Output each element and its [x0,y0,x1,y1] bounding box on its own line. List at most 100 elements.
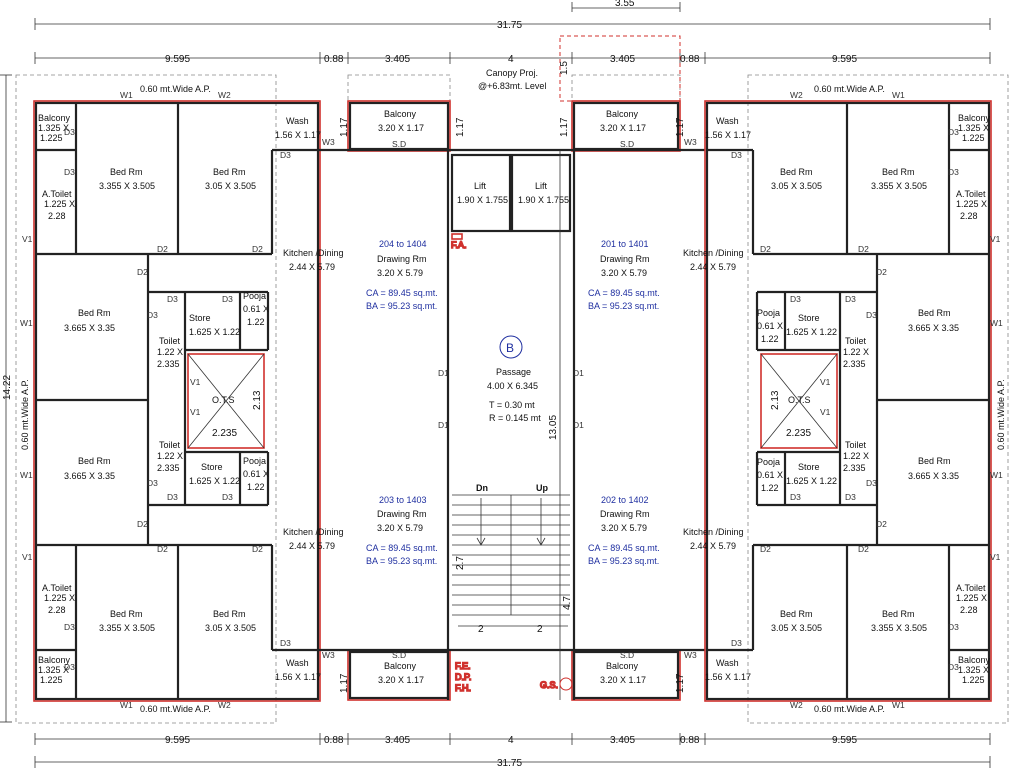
tag-d3: D3 [948,662,959,672]
atoilet-bl-label: A.Toilet [42,583,72,593]
toilet-r1-label: Toilet [845,336,867,346]
toilet-r2-label: Toilet [845,440,867,450]
atoilet-tl-size-b: 2.28 [48,211,66,221]
kitchen-tl-size: 2.44 X 5.79 [289,262,335,272]
tag-d2: D2 [858,544,869,554]
bedrm-r1-size: 3.665 X 3.35 [908,323,959,333]
pooja-l1-label: Pooja [243,291,266,301]
block-b-label: B [506,341,514,355]
tag-d3: D3 [167,294,178,304]
gs-label: G.S. [540,680,558,690]
bedrm-tr2-size: 3.355 X 3.505 [871,181,927,191]
bedrm-tl1-size: 3.355 X 3.505 [99,181,155,191]
tag-d3: D3 [167,492,178,502]
dim-right-wing-bottom: 9.595 [832,735,857,746]
tag-v1: V1 [190,377,201,387]
pooja-l2-size-b: 1.22 [247,482,265,492]
tag-d3: D3 [222,294,233,304]
toilet-r2-size-a: 1.22 X [843,451,869,461]
ca-br: CA = 89.45 sq.mt. [588,543,660,553]
atoilet-bl-size-b: 2.28 [48,605,66,615]
wash-bl-size: 1.56 X 1.17 [275,672,321,682]
tag-w3: W3 [684,137,697,147]
bedrm-r1-label: Bed Rm [918,308,951,318]
dim-top-offset: 3.55 [615,0,635,9]
ca-bl: CA = 89.45 sq.mt. [366,543,438,553]
dim-stair-half-left: 2 [478,624,484,635]
balcony-tr-label: Balcony [606,109,639,119]
tag-w1: W1 [892,700,905,710]
dim-gap-a-bottom-left: 0.88 [324,735,344,746]
dim-left-wing-top: 9.595 [165,54,190,65]
wide-ap-bottom-left: 0.60 mt.Wide A.P. [140,704,211,714]
pooja-r1-size-a: 0.61 X [757,321,783,331]
pooja-l2-label: Pooja [243,456,266,466]
passage-label: Passage [496,367,531,377]
kitchen-br-label: Kitchen /Dining [683,527,744,537]
bedrm-l1-size: 3.665 X 3.35 [64,323,115,333]
tag-v1: V1 [990,552,1001,562]
dim-center-top: 4 [508,54,514,65]
toilet-l2-label: Toilet [159,440,181,450]
tag-d2: D2 [760,544,771,554]
tag-d2: D2 [858,244,869,254]
tag-d3: D3 [64,662,75,672]
tag-d3: D3 [948,622,959,632]
ba-br: BA = 95.23 sq.mt. [588,556,659,566]
balcony-bl-label: Balcony [384,661,417,671]
tag-d3: D3 [845,294,856,304]
balcony-small-br-label: Balcony [958,655,991,665]
drawing-bl-size: 3.20 X 5.79 [377,523,423,533]
door-window-tags: W1 W2 W2 W1 W1 W2 W2 W1 W3 W3 W3 W3 V1 V… [20,90,1003,710]
kitchen-tl-label: Kitchen /Dining [283,248,344,258]
dim-balcony-span-bottom-left: 3.405 [385,735,410,746]
atoilet-br-size-a: 1.225 X [956,593,987,603]
kitchen-tr-size: 2.44 X 5.79 [690,262,736,272]
bedrm-br1-label: Bed Rm [780,609,813,619]
balcony-small-br-size-a: 1.325 X [958,665,989,675]
sd-br-label: S.D [620,650,634,660]
tread-label: T = 0.30 mt [489,400,535,410]
atoilet-tl-size-a: 1.225 X [44,199,75,209]
flat-bl-range: 203 to 1403 [379,495,427,505]
tag-w2: W2 [790,700,803,710]
wash-tr-label: Wash [716,116,739,126]
tag-d3: D3 [790,492,801,502]
tag-w2: W2 [218,700,231,710]
tag-d2: D2 [760,244,771,254]
ba-tr: BA = 95.23 sq.mt. [588,301,659,311]
balcony-tr-size: 3.20 X 1.17 [600,123,646,133]
kitchen-bl-size: 2.44 X 5.79 [289,541,335,551]
fe-label: F.E. [455,661,471,671]
tag-v1: V1 [820,407,831,417]
drawing-bl-label: Drawing Rm [377,509,427,519]
riser-label: R = 0.145 mt [489,413,541,423]
pooja-r1-size-b: 1.22 [761,334,779,344]
drawing-br-size: 3.20 X 5.79 [601,523,647,533]
stair-treads [452,504,570,616]
tag-d3: D3 [845,492,856,502]
bedrm-br2-label: Bed Rm [882,609,915,619]
tag-d2: D2 [137,519,148,529]
tag-d3: D3 [948,127,959,137]
ots-right-label: O.T.S [788,395,811,405]
tag-d3: D3 [280,150,291,160]
atoilet-tr-label: A.Toilet [956,189,986,199]
tag-d1: D1 [573,420,584,430]
fa-label: F.A. [451,240,467,250]
tag-d3: D3 [948,167,959,177]
dim-balcony-span-bottom-right: 3.405 [610,735,635,746]
wash-br-label: Wash [716,658,739,668]
pooja-r2-size-b: 1.22 [761,483,779,493]
store-l2-label: Store [201,462,223,472]
wide-ap-top-right: 0.60 mt.Wide A.P. [814,84,885,94]
toilet-r1-size-a: 1.22 X [843,347,869,357]
dim-gap-b-2: 1.17 [455,117,466,137]
tag-d1: D1 [438,368,449,378]
sd-tl-label: S.D [392,139,406,149]
tag-d2: D2 [252,544,263,554]
balcony-small-br-size-b: 1.225 [962,675,985,685]
bedrm-tl2-label: Bed Rm [213,167,246,177]
tag-w2: W2 [218,90,231,100]
